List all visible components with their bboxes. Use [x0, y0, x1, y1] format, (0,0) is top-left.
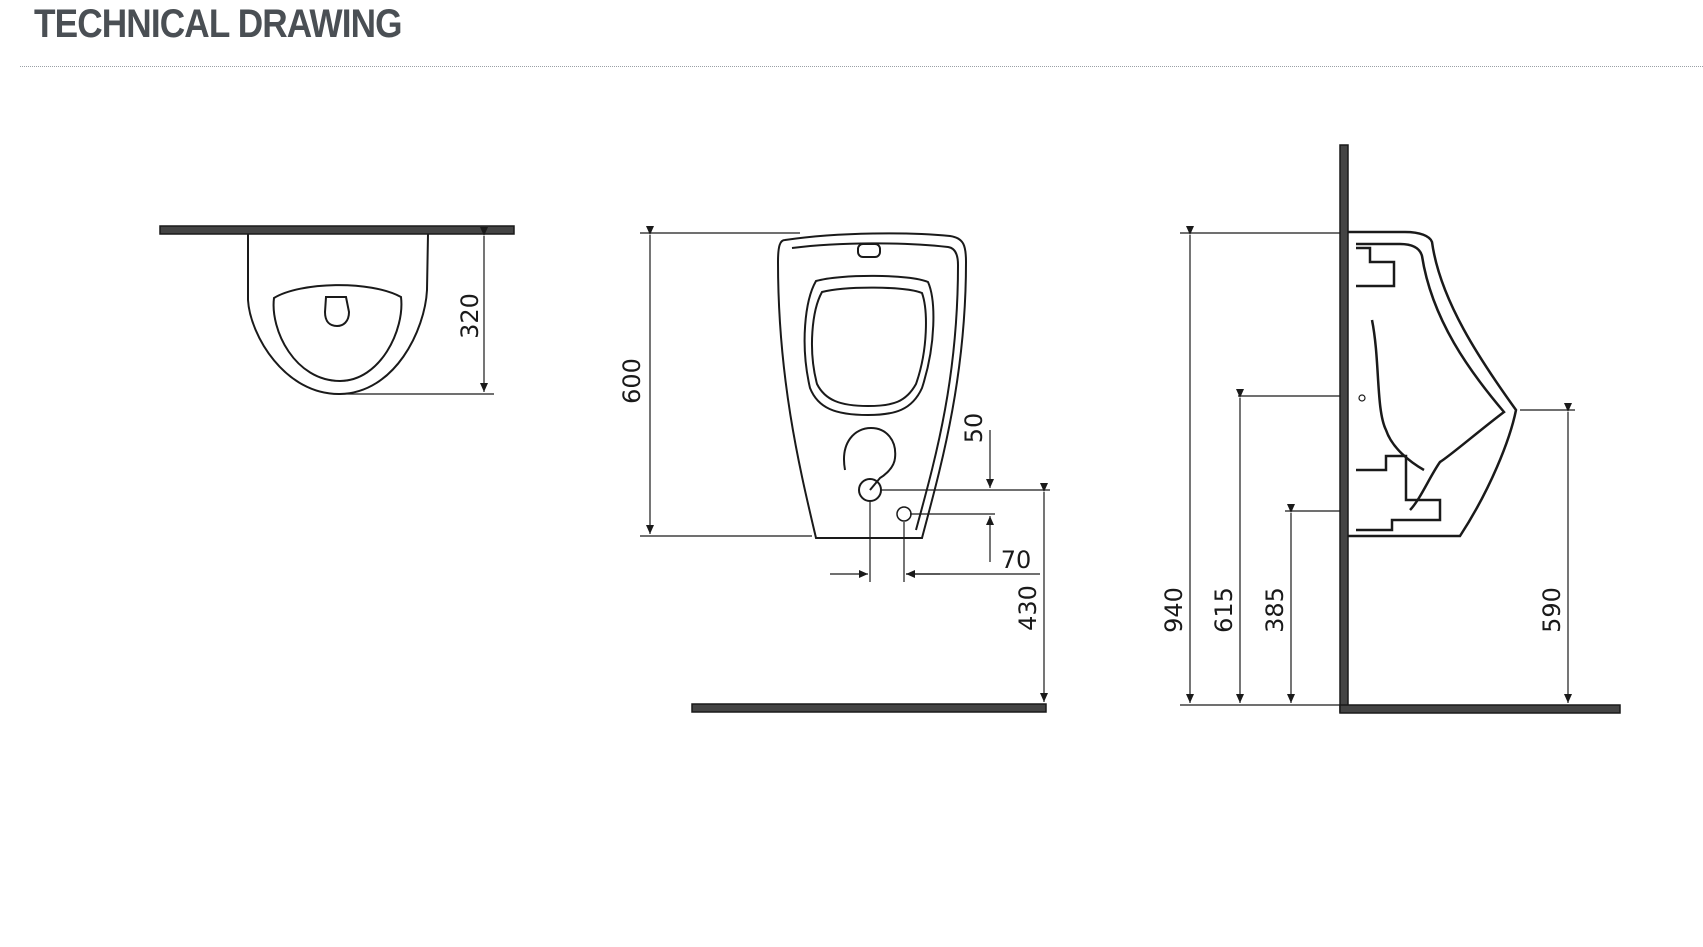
top-view-bowl-inner: [272, 284, 403, 383]
dim-label-50: 50: [960, 413, 988, 444]
side-view-inner-bowl: [1356, 242, 1506, 511]
side-view-inlet-pipe: [1356, 246, 1396, 288]
side-view-floor: [1339, 704, 1621, 714]
front-view-bowl-outer: [803, 274, 935, 417]
front-view: [776, 232, 968, 539]
top-view-drain: [323, 296, 351, 328]
top-view: [159, 225, 515, 396]
dim-label-430: 430: [1014, 585, 1042, 631]
side-view-trap: [1370, 319, 1425, 472]
page-title: TECHNICAL DRAWING: [34, 2, 403, 46]
header-divider: [20, 66, 1703, 67]
side-view-fixing-hole: [1358, 394, 1366, 402]
dim-label-320: 320: [456, 293, 484, 339]
front-view-dimensions: [640, 226, 1050, 702]
side-view: [1348, 230, 1518, 538]
front-view-inlet: [857, 243, 881, 258]
front-view-body-outline: [776, 232, 968, 539]
dim-label-600: 600: [618, 358, 646, 404]
dim-label-615: 615: [1210, 587, 1238, 633]
dim-label-70: 70: [1001, 546, 1032, 574]
side-view-body-outline: [1348, 230, 1518, 538]
dim-label-385: 385: [1261, 587, 1289, 633]
side-view-dimensions: [1180, 226, 1575, 706]
side-view-wall: [1339, 144, 1349, 713]
front-view-waste: [896, 506, 912, 522]
dim-label-590: 590: [1538, 587, 1566, 633]
front-view-floor: [691, 703, 1047, 713]
dim-label-940: 940: [1160, 587, 1188, 633]
top-view-wall: [159, 225, 515, 235]
front-view-rim: [791, 242, 960, 531]
front-view-bowl-inner: [810, 286, 927, 408]
front-view-outlet-housing: [843, 426, 897, 491]
side-view-outlet-pipe: [1356, 454, 1442, 532]
